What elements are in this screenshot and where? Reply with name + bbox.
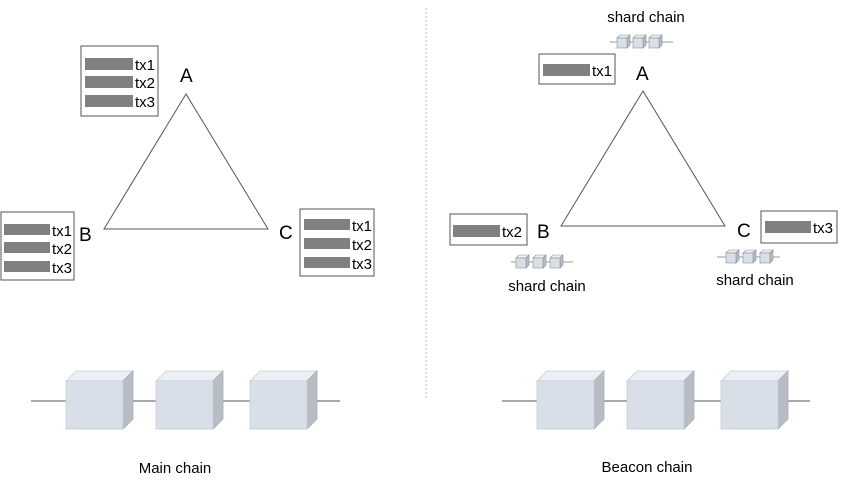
shard-block-cube: [648, 34, 663, 49]
tx-box-b: tx2: [449, 213, 528, 246]
tx-label: tx3: [52, 260, 72, 277]
shard-block-cube: [616, 34, 631, 49]
tx-label: tx3: [135, 94, 155, 111]
shard-chain-label: shard chain: [508, 278, 586, 295]
tx-label: tx1: [352, 218, 372, 235]
tx-bar: [304, 238, 350, 249]
shard-block-cube: [515, 254, 530, 269]
tx-label: tx3: [813, 220, 833, 237]
shard-chain-c: shard chain: [716, 249, 794, 289]
tx-bar: [304, 257, 350, 268]
shard-block-cube: [725, 249, 740, 264]
tx-bar: [304, 219, 350, 230]
tx-bar: [85, 58, 133, 70]
shard-block-cube: [632, 34, 647, 49]
shard-chain-label: shard chain: [607, 9, 685, 26]
tx-label: tx3: [352, 256, 372, 273]
tx-bar: [85, 95, 133, 107]
tx-box-a: tx1: [538, 53, 616, 85]
beacon-chain: [502, 370, 810, 430]
main-chain: [31, 370, 340, 430]
shard-chain-label: shard chain: [716, 272, 794, 289]
shard-block-cube: [759, 249, 774, 264]
node-label-a: A: [180, 66, 193, 87]
node-label-c: C: [737, 221, 751, 242]
tx-bar: [4, 242, 50, 253]
tx-label: tx1: [135, 57, 155, 74]
shard-block-cube: [549, 254, 564, 269]
block-cube: [249, 370, 318, 430]
node-triangle: [560, 90, 726, 227]
tx-label: tx1: [52, 223, 72, 240]
shard-chain-a: shard chain: [607, 9, 685, 49]
block-cube: [536, 370, 605, 430]
block-cube: [626, 370, 695, 430]
tx-label: tx2: [502, 224, 522, 241]
tx-box-a: tx1 tx2 tx3: [80, 45, 159, 117]
right-panel: A B C shard chain tx1 tx2: [449, 9, 838, 476]
node-label-b: B: [537, 222, 550, 243]
tx-label: tx2: [52, 241, 72, 258]
node-label-c: C: [279, 223, 293, 244]
block-cube: [65, 370, 134, 430]
tx-bar: [4, 261, 50, 272]
left-panel: A B C tx1 tx2 tx3 tx1 tx2 tx3: [0, 45, 375, 477]
node-triangle: [103, 93, 269, 230]
tx-label: tx2: [135, 75, 155, 92]
block-cube: [155, 370, 224, 430]
tx-label: tx1: [592, 63, 612, 80]
tx-bar: [4, 224, 50, 235]
caption-beacon-chain: Beacon chain: [602, 459, 693, 476]
shard-block-cube: [532, 254, 547, 269]
tx-box-c: tx3: [760, 210, 838, 244]
shard-chain-b: shard chain: [508, 254, 586, 295]
tx-box-c: tx1 tx2 tx3: [299, 208, 375, 277]
tx-bar: [85, 76, 133, 88]
tx-bar: [543, 64, 590, 76]
caption-main-chain: Main chain: [139, 460, 212, 477]
shard-block-cube: [742, 249, 757, 264]
node-label-b: B: [79, 225, 92, 246]
tx-label: tx2: [352, 237, 372, 254]
tx-bar: [765, 221, 811, 233]
tx-box-b: tx1 tx2 tx3: [0, 211, 75, 281]
node-label-a: A: [636, 64, 649, 85]
block-cube: [720, 370, 789, 430]
tx-bar: [453, 225, 500, 237]
